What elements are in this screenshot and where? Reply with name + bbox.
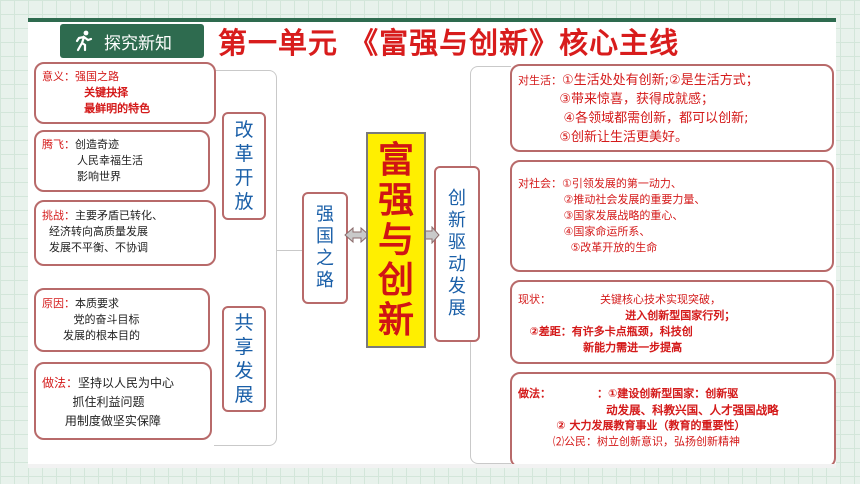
- box-line: ② 大力发展教育事业（教育的重要性）: [518, 419, 746, 432]
- right-double-arrow-icon: [424, 226, 440, 244]
- box-line: 腾飞：创造奇迹: [42, 137, 202, 153]
- significance-box: 意义：强国之路 关键抉择 最鲜明的特色: [34, 62, 216, 124]
- box-line: 做法： ：①建设创新型国家：创新驱: [518, 387, 739, 400]
- method-text: 坚持以人民为中心: [78, 376, 175, 390]
- method-box-right: 做法： ：①建设创新型国家：创新驱 动发展、科教兴国、人才强国战略 ② 大力发展…: [510, 372, 836, 468]
- life-text: ①生活处处有创新;②是生活方式；: [562, 73, 759, 88]
- box-line: 用制度做坚实保障: [42, 414, 161, 428]
- center-char: 与: [377, 219, 414, 261]
- label-char: 国: [316, 226, 334, 247]
- box-line: ⑤改革开放的生命: [518, 241, 658, 254]
- takeoff-prefix: 腾飞：: [42, 138, 75, 151]
- label-char: 创: [448, 188, 466, 209]
- center-char: 新: [377, 299, 414, 341]
- box-line: 新能力需进一步提高: [518, 341, 683, 354]
- challenge-text: 主要矛盾已转化、: [75, 209, 163, 222]
- left-connector: [276, 250, 302, 251]
- box-line: ⑵公民：树立创新意识，弘扬创新精神: [518, 435, 740, 448]
- strong-nation-road-label: 强 国 之 路: [302, 192, 348, 304]
- box-line: 原因：本质要求: [42, 296, 202, 312]
- box-line: ③带来惊喜，获得成就感；: [518, 92, 714, 107]
- box-line: ②差距：有许多卡点瓶颈，科技创: [518, 325, 693, 338]
- center-char: 富: [377, 139, 414, 181]
- reason-prefix: 原因：: [42, 297, 75, 310]
- center-char: 创: [377, 259, 414, 301]
- box-line: 意义：强国之路: [42, 70, 119, 83]
- box-line: 进入创新型国家行列；: [518, 309, 736, 322]
- bottom-strip: [28, 464, 836, 468]
- box-line: ④国家命运所系、: [518, 225, 651, 238]
- box-line: 挑战：主要矛盾已转化、: [42, 208, 208, 224]
- box-line: 最鲜明的特色: [42, 102, 151, 115]
- label-char: 革: [234, 143, 254, 165]
- box-line: 做法：坚持以人民为中心: [42, 374, 204, 393]
- label-char: 新: [448, 210, 466, 231]
- method-prefix: 做法：: [42, 376, 79, 390]
- reform-opening-label: 改 革 开 放: [222, 112, 266, 220]
- reason-box: 原因：本质要求 党的奋斗目标 发展的根本目的: [34, 288, 210, 352]
- label-char: 享: [234, 336, 254, 358]
- box-line: ③国家发展战略的重心、: [518, 209, 684, 222]
- box-line: 人民幸福生活: [42, 154, 143, 167]
- box-line: 发展不平衡、不协调: [42, 241, 148, 254]
- box-line: 发展的根本目的: [42, 329, 140, 342]
- box-line: 关键抉择: [42, 86, 129, 99]
- box-line: 对生活：①生活处处有创新;②是生活方式；: [518, 71, 826, 90]
- core-theme-box: 富 强 与 创 新: [366, 132, 426, 348]
- label-char: 强: [316, 204, 334, 225]
- life-impact-box: 对生活：①生活处处有创新;②是生活方式； ③带来惊喜，获得成就感； ④各领域都需…: [510, 64, 834, 152]
- challenge-prefix: 挑战：: [42, 209, 75, 222]
- label-char: 路: [316, 270, 334, 291]
- label-char: 展: [234, 384, 254, 406]
- box-line: ⑤创新让生活更美好。: [518, 130, 688, 145]
- shared-development-label: 共 享 发 展: [222, 306, 266, 412]
- label-char: 发: [234, 360, 254, 382]
- label-char: 发: [448, 276, 466, 297]
- section-badge: 探究新知: [60, 24, 204, 58]
- label-char: 展: [448, 298, 466, 319]
- box-line: 经济转向高质量发展: [42, 225, 148, 238]
- challenge-box: 挑战：主要矛盾已转化、 经济转向高质量发展 发展不平衡、不协调: [34, 200, 216, 266]
- label-char: 开: [234, 167, 254, 189]
- label-char: 之: [316, 248, 334, 269]
- label-char: 共: [234, 312, 254, 334]
- box-line: ②推动社会发展的重要力量、: [518, 193, 706, 206]
- label-char: 驱: [448, 232, 466, 253]
- running-person-icon: [70, 28, 96, 54]
- box-line: 影响世界: [42, 170, 121, 183]
- reason-text: 本质要求: [75, 297, 119, 310]
- page-title: 第一单元 《富强与创新》核心主线: [218, 26, 680, 60]
- label-char: 动: [448, 254, 466, 275]
- badge-label: 探究新知: [104, 33, 172, 54]
- box-line: 对社会：①引领发展的第一动力、: [518, 177, 682, 190]
- life-prefix: 对生活：: [518, 74, 562, 87]
- takeoff-box: 腾飞：创造奇迹 人民幸福生活 影响世界: [34, 130, 210, 192]
- left-bracket: [214, 70, 277, 446]
- takeoff-text: 创造奇迹: [75, 138, 119, 151]
- method-box-left: 做法：坚持以人民为中心 抓住利益问题 用制度做坚实保障: [34, 362, 212, 440]
- box-line: 党的奋斗目标: [42, 313, 140, 326]
- innovation-driven-label: 创 新 驱 动 发 展: [434, 166, 480, 342]
- label-char: 放: [234, 191, 254, 213]
- status-box: 现状： 关键核心技术实现突破， 进入创新型国家行列； ②差距：有许多卡点瓶颈，科…: [510, 280, 834, 364]
- label-char: 改: [234, 119, 254, 141]
- box-line: 动发展、科教兴国、人才强国战略: [518, 403, 779, 417]
- box-line: 抓住利益问题: [42, 395, 145, 409]
- box-line: 现状： 关键核心技术实现突破，: [518, 293, 721, 306]
- box-line: ④各领域都需创新，都可以创新;: [518, 111, 749, 126]
- top-accent-bar: [28, 18, 836, 22]
- society-impact-box: 对社会：①引领发展的第一动力、 ②推动社会发展的重要力量、 ③国家发展战略的重心…: [510, 160, 834, 272]
- center-char: 强: [377, 179, 414, 221]
